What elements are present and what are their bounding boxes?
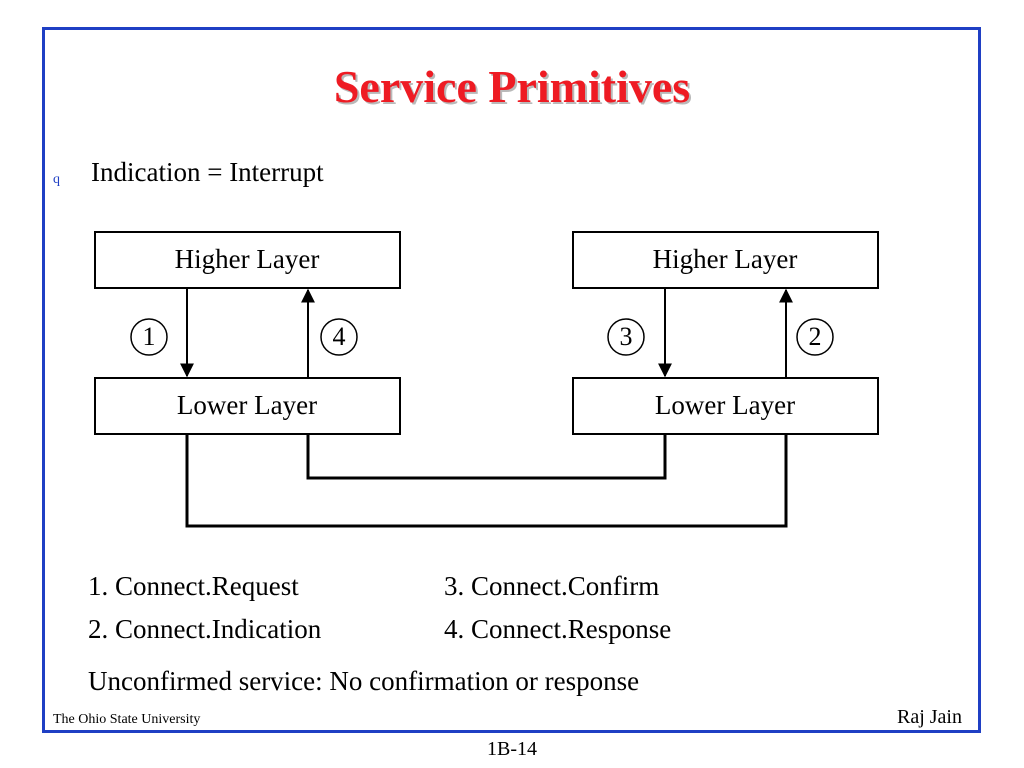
left-lower-layer-box [94, 377, 401, 435]
page-number: 1B-14 [487, 738, 537, 760]
step-label-2: 2 [809, 322, 822, 351]
footer-institution: The Ohio State University [53, 712, 201, 727]
outer-connection-line [185, 434, 788, 528]
step-circle-4 [320, 318, 358, 356]
legend-item-3: 3. Connect.Confirm [444, 571, 660, 601]
step-circle-3 [607, 318, 645, 356]
slide-frame [42, 27, 981, 733]
step-label-4: 4 [333, 322, 346, 351]
bullet-text: Indication = Interrupt [91, 157, 324, 187]
step-circle-2 [796, 318, 834, 356]
legend-item-2: 2. Connect.Indication [88, 614, 322, 644]
right-lower-layer-box [572, 377, 879, 435]
left-lower-layer-label: Lower Layer [177, 390, 317, 420]
right-higher-layer-label: Higher Layer [653, 244, 798, 274]
left-higher-layer-label: Higher Layer [175, 244, 320, 274]
bullet-marker: q [53, 172, 60, 187]
right-higher-layer-box [572, 231, 879, 289]
unconfirmed-service-note: Unconfirmed service: No confirmation or … [88, 666, 640, 696]
slide-title: Service Primitives [333, 61, 691, 112]
legend-item-1: 1. Connect.Request [88, 571, 299, 601]
right-lower-layer-label: Lower Layer [655, 390, 795, 420]
step-label-1: 1 [143, 322, 156, 351]
footer-author: Raj Jain [897, 706, 962, 728]
legend-item-4: 4. Connect.Response [444, 614, 672, 644]
step-label-3: 3 [620, 322, 633, 351]
step-circle-1 [130, 318, 168, 356]
left-higher-layer-box [94, 231, 401, 289]
inner-connection-line [306, 434, 667, 480]
